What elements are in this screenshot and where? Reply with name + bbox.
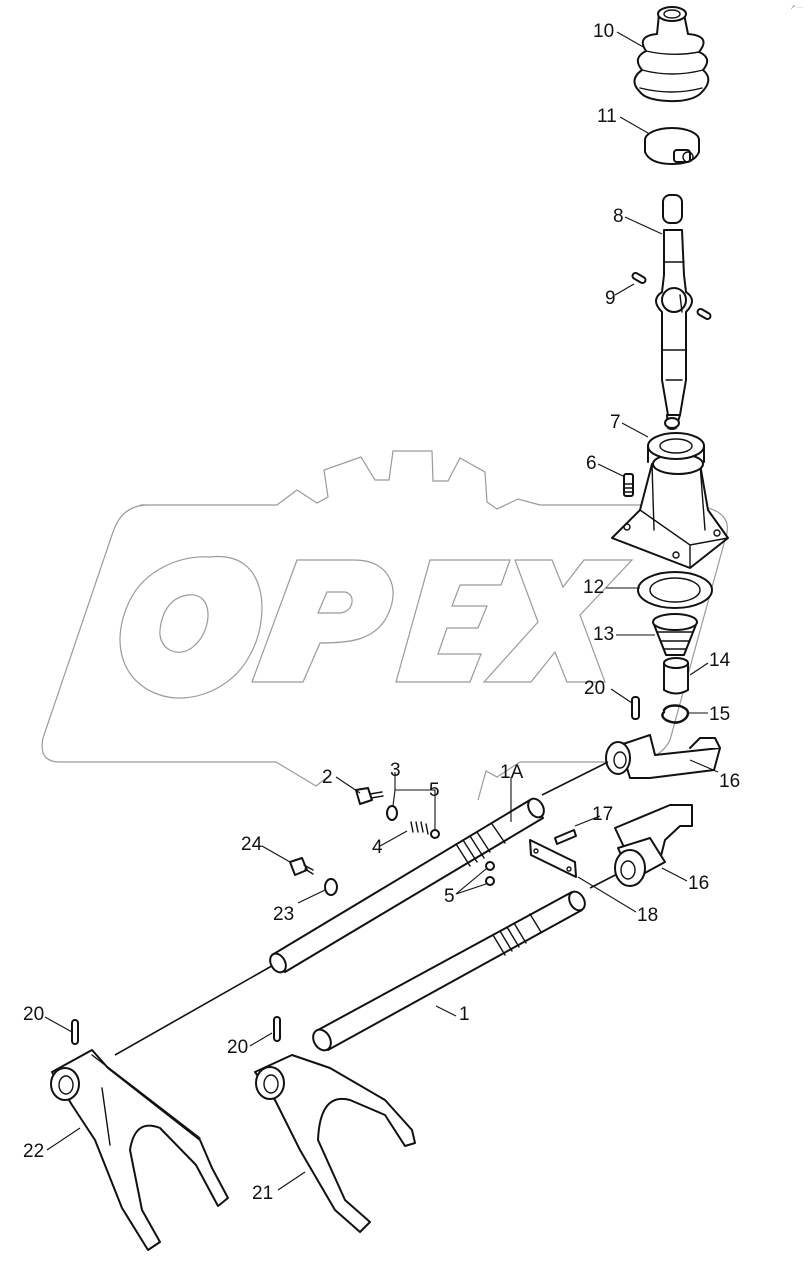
part-10-rubber-boot (633, 6, 710, 103)
part-15-snap-ring (661, 704, 690, 724)
watermark-letter-o (119, 556, 263, 699)
callout-10: 10 (593, 21, 615, 42)
callout-5-interlock: 5 (444, 886, 455, 907)
part-24-bolt (289, 857, 314, 876)
part-3-washer (386, 805, 398, 821)
callout-18: 18 (637, 905, 659, 926)
callout-20-mid: 20 (227, 1037, 249, 1058)
callout-21: 21 (252, 1183, 274, 1204)
watermark-letter-e (395, 559, 511, 683)
part-2-plug-bolt (355, 787, 384, 805)
part-5-interlock-ball-b (485, 876, 495, 886)
part-13-spring-seat (652, 613, 698, 656)
part-8-shift-lever (655, 194, 693, 430)
callout-1: 1 (459, 1004, 470, 1025)
callout-16-upper: 16 (719, 771, 741, 792)
callout-5-detent: 5 (429, 780, 440, 801)
part-9-roll-pins (631, 272, 712, 320)
callout-13: 13 (593, 624, 615, 645)
part-5-interlock-ball-a (485, 861, 495, 871)
part-20-roll-pin-left (71, 1019, 79, 1045)
part-20-roll-pin-mid (273, 1016, 281, 1042)
callout-15: 15 (709, 704, 731, 725)
part-23-washer (324, 878, 338, 896)
part-14-bushing (663, 657, 689, 695)
part-17-set-screw (554, 829, 577, 845)
part-22-shift-fork (50, 1049, 229, 1251)
part-16-shift-arm-lower (614, 804, 693, 887)
part-20-roll-pin-upper (631, 696, 640, 720)
callout-16-lower: 16 (688, 873, 710, 894)
part-16-shift-arm-upper (605, 734, 721, 779)
callout-12: 12 (583, 577, 605, 598)
part-1A-shift-rail (269, 797, 545, 974)
part-12-gasket (637, 571, 713, 609)
callout-7: 7 (610, 412, 621, 433)
part-18-plate (529, 839, 577, 878)
callout-3: 3 (390, 760, 401, 781)
assembly-axis-upper (541, 761, 609, 796)
callout-20-upper: 20 (584, 678, 606, 699)
callout-4: 4 (372, 837, 383, 858)
part-6-breather-screw (623, 473, 634, 497)
callout-17: 17 (592, 804, 614, 825)
callout-2: 2 (322, 767, 333, 788)
callout-9: 9 (605, 288, 616, 309)
callout-24: 24 (241, 834, 263, 855)
callout-8: 8 (613, 206, 624, 227)
part-7-lever-housing (611, 432, 729, 569)
part-4-detent-spring (410, 821, 429, 835)
callout-11: 11 (597, 106, 617, 127)
callout-23: 23 (273, 904, 295, 925)
assembly-axis-fork (114, 962, 278, 1056)
watermark-letter-x (482, 559, 634, 683)
part-11-hose-clamp (644, 127, 700, 165)
part-1-shift-rail (312, 890, 586, 1052)
callout-6: 6 (586, 453, 597, 474)
leader-lines (44, 31, 719, 1191)
callout-22: 22 (23, 1141, 45, 1162)
part-21-shift-fork (254, 1054, 416, 1233)
callout-1A: 1A (500, 762, 524, 783)
corner-mark: ↗ ··· (790, 5, 803, 11)
watermark-letter-p (251, 559, 394, 683)
part-5-detent-ball (430, 829, 440, 839)
callout-20-left: 20 (23, 1004, 45, 1025)
callout-14: 14 (709, 650, 731, 671)
